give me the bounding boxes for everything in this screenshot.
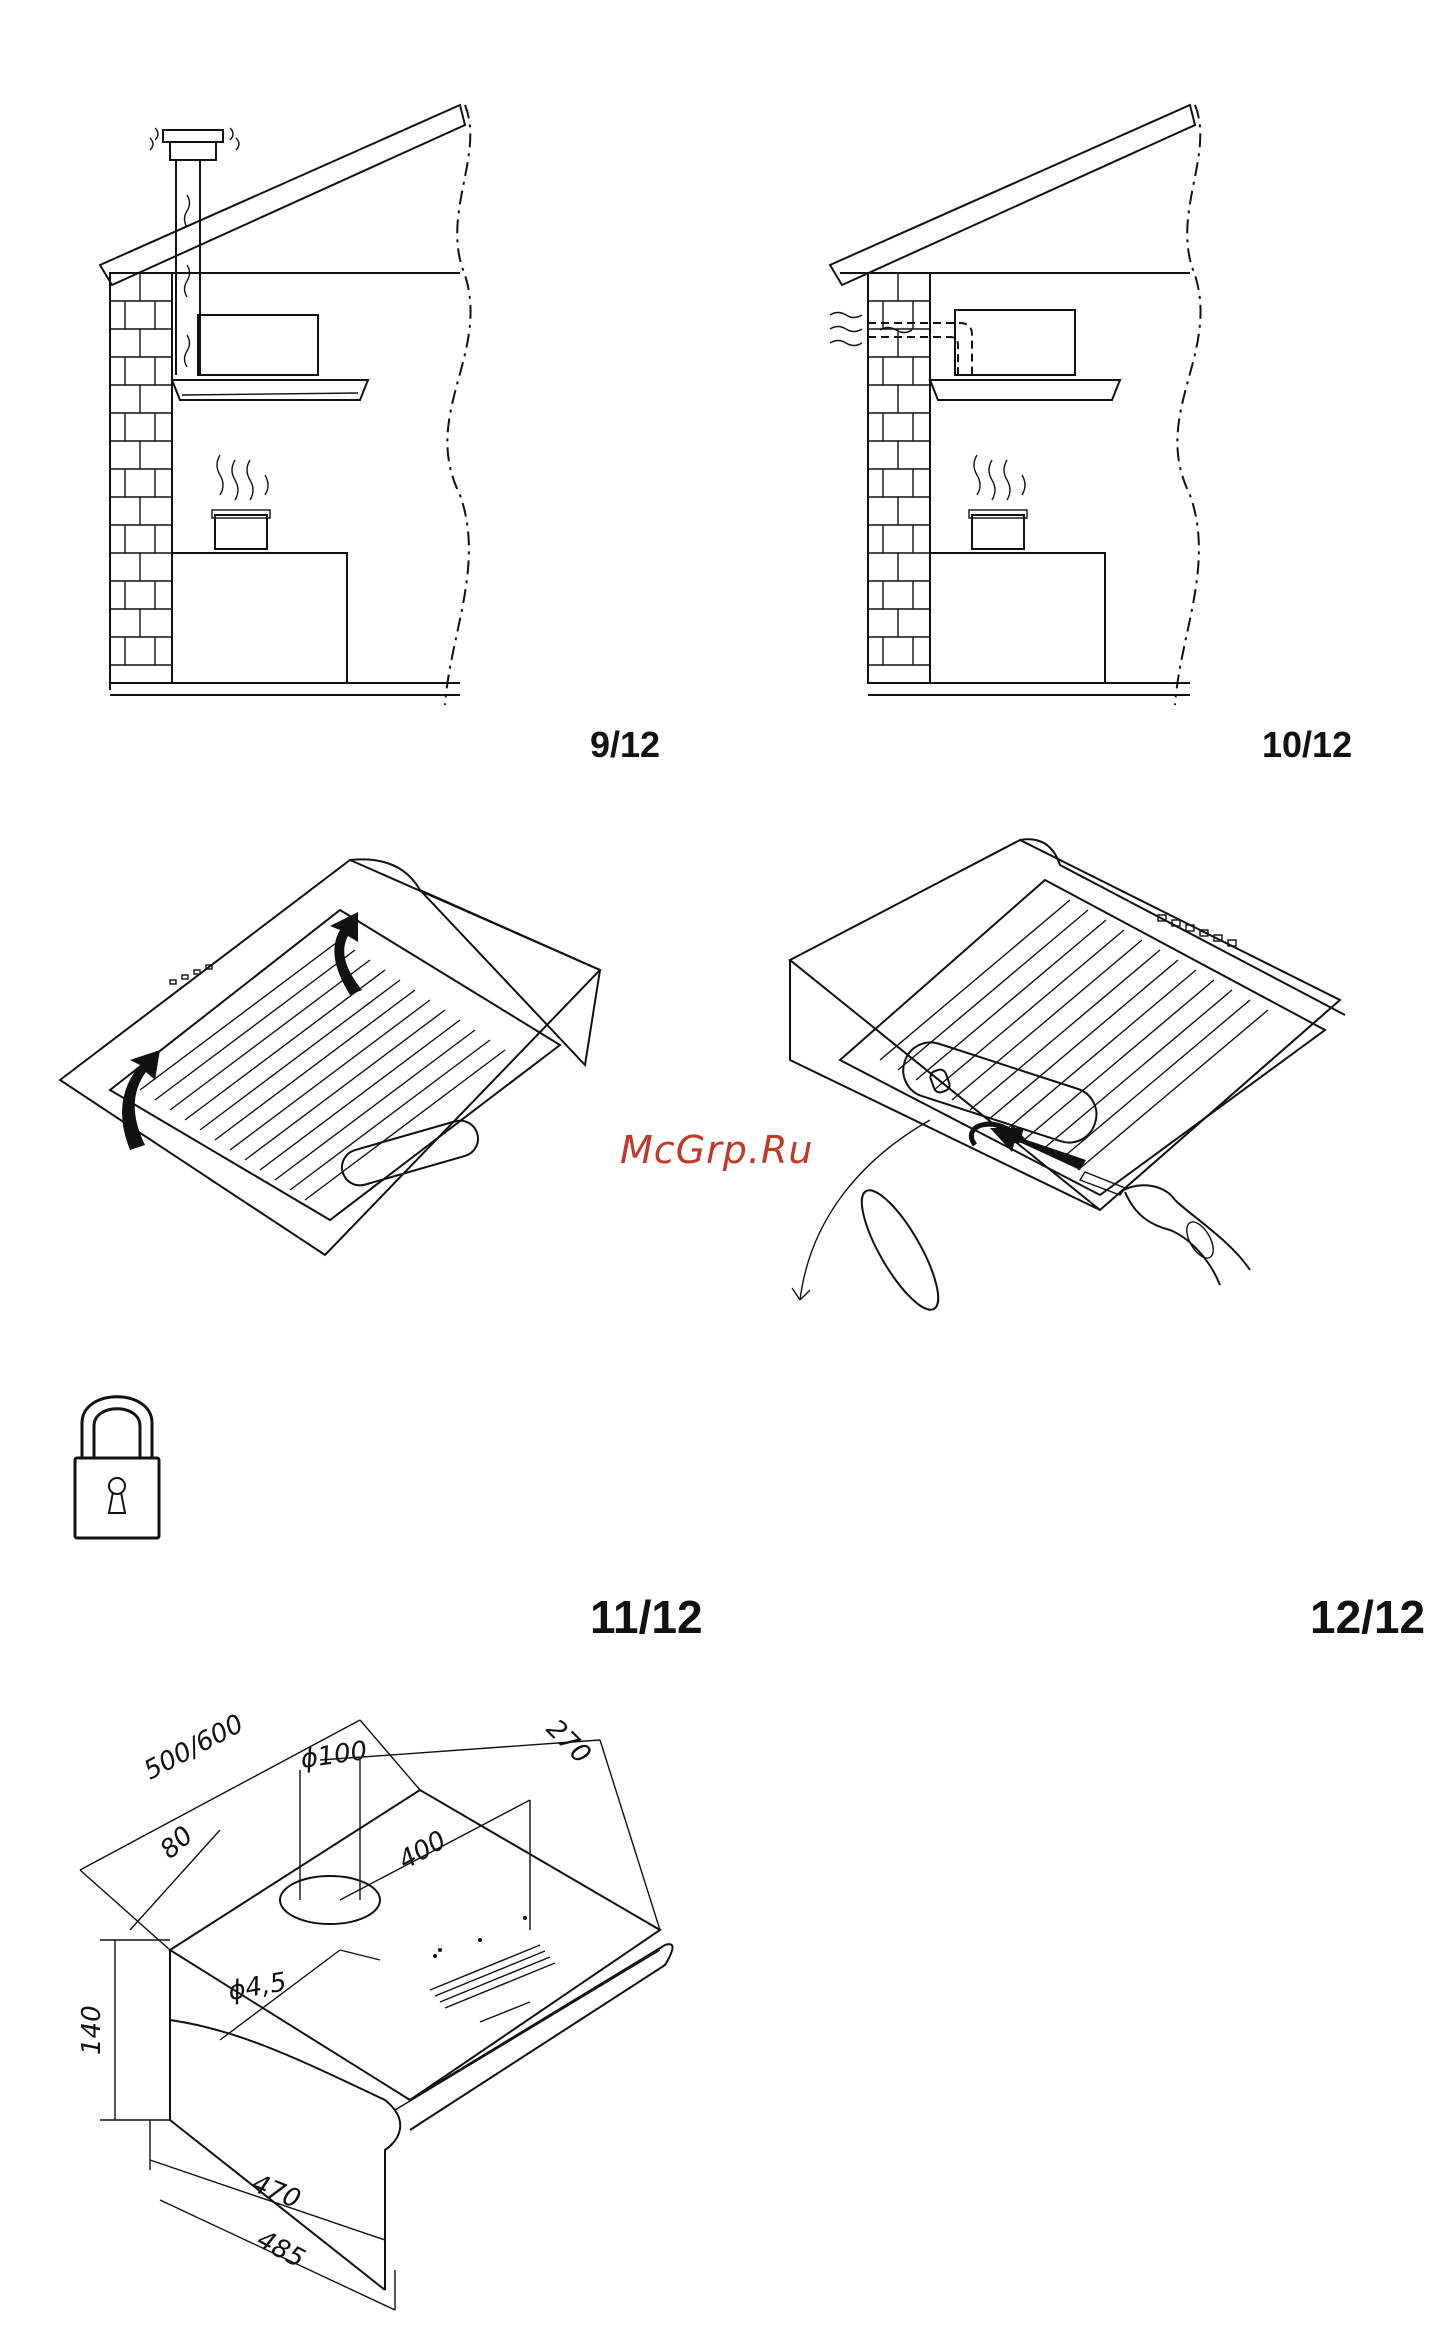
dim-inner-depth: 470 — [247, 2169, 304, 2215]
dimension-drawing: 500/600 270 ϕ100 80 400 ϕ4,5 140 470 485 — [40, 1700, 740, 2320]
dim-duct-diameter: ϕ100 — [299, 1736, 369, 1775]
dim-width: 500/600 — [139, 1709, 248, 1786]
figure-10-wall-extraction — [820, 95, 1260, 715]
figure-11-filter-removal — [40, 850, 620, 1290]
figure-label-12: 12/12 — [1310, 1590, 1425, 1644]
dim-outer-depth: 485 — [252, 2225, 310, 2275]
padlock-icon — [72, 1378, 162, 1543]
dim-hole-diameter: ϕ4,5 — [226, 1967, 289, 2007]
watermark: McGrp.Ru — [620, 1128, 813, 1172]
figure-label-9: 9/12 — [590, 724, 660, 766]
figure-12-lamp-replacement — [780, 820, 1420, 1380]
figure-label-11: 11/12 — [590, 1590, 703, 1644]
figure-label-10: 10/12 — [1262, 724, 1352, 766]
dim-depth: 270 — [540, 1714, 596, 1770]
dim-height: 140 — [77, 2005, 107, 2055]
figure-9-chimney-extraction — [90, 95, 530, 715]
dim-hole-span: 400 — [394, 1825, 452, 1876]
dim-offset: 80 — [155, 1821, 200, 1865]
